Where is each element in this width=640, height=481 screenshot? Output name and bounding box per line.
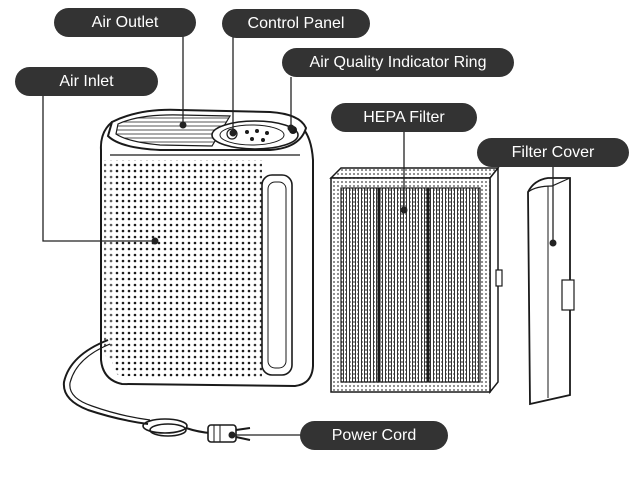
air-inlet-perforation — [112, 160, 250, 378]
leader-lines — [42, 36, 554, 436]
label-air-inlet: Air Inlet — [15, 67, 158, 96]
hepa-filter-drawing — [329, 165, 503, 395]
label-hepa-filter: HEPA Filter — [331, 103, 477, 132]
label-control-panel: Control Panel — [222, 9, 370, 38]
label-filter-cover: Filter Cover — [477, 138, 629, 167]
air-outlet-grille — [115, 114, 232, 147]
anchor-dots — [151, 121, 557, 439]
power-cord-drawing — [62, 339, 251, 443]
label-power-cord: Power Cord — [300, 421, 448, 450]
air-purifier-unit — [99, 108, 314, 388]
label-air-outlet: Air Outlet — [54, 8, 196, 37]
filter-cover-drawing — [527, 177, 575, 406]
control-panel-inner — [219, 124, 285, 146]
label-air-quality-indicator-ring: Air Quality Indicator Ring — [282, 48, 514, 77]
